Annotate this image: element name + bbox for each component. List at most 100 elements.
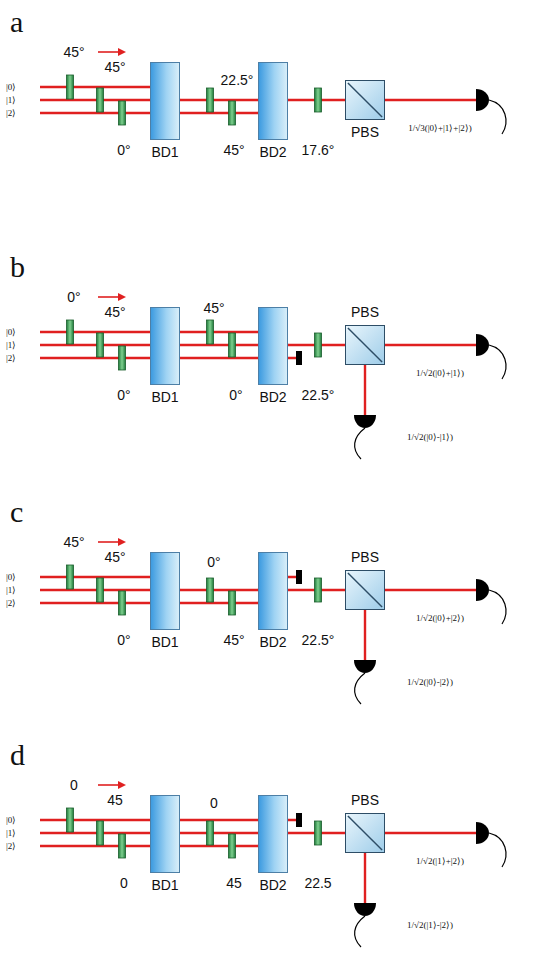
angle-label: 22.5° bbox=[302, 633, 335, 647]
wave-plate bbox=[207, 320, 214, 344]
detector bbox=[354, 660, 376, 673]
angle-label: 45° bbox=[223, 143, 244, 157]
component-label: BD2 bbox=[259, 635, 286, 649]
wave-plate bbox=[207, 821, 214, 845]
component-label: BD1 bbox=[151, 145, 178, 159]
component-label: BD2 bbox=[259, 390, 286, 404]
wave-plate bbox=[97, 333, 104, 357]
wave-plate bbox=[229, 101, 236, 125]
wave-plate bbox=[119, 101, 126, 125]
angle-label: 45 bbox=[107, 793, 123, 807]
wave-plate bbox=[67, 75, 74, 99]
angle-label: 45° bbox=[63, 535, 84, 549]
ket-label: |1⟩ bbox=[6, 341, 16, 350]
angle-label: 0° bbox=[117, 143, 130, 157]
detector bbox=[476, 89, 489, 111]
ket-label: |2⟩ bbox=[6, 109, 16, 118]
wave-plate bbox=[97, 578, 104, 602]
ket-label: |1⟩ bbox=[6, 96, 16, 105]
beam-block bbox=[296, 813, 302, 827]
angle-label: 0° bbox=[207, 555, 220, 569]
ket-label: |0⟩ bbox=[6, 573, 16, 582]
polarizing-beam-splitter: PBS bbox=[345, 80, 385, 120]
wave-plate bbox=[97, 88, 104, 112]
beam-block bbox=[296, 351, 302, 365]
angle-label: 45° bbox=[104, 550, 125, 564]
beam-displacer: BD1 bbox=[150, 552, 180, 630]
wave-plate bbox=[67, 808, 74, 832]
angle-label: 0° bbox=[117, 388, 130, 402]
angle-label: 17.6° bbox=[302, 143, 335, 157]
angle-label: 45° bbox=[104, 305, 125, 319]
polarizing-beam-splitter: PBS bbox=[345, 325, 385, 365]
wave-plate bbox=[119, 346, 126, 370]
wave-plate bbox=[315, 88, 322, 112]
component-label: PBS bbox=[351, 125, 379, 139]
wave-plate bbox=[67, 320, 74, 344]
splitter-diagonal bbox=[346, 814, 384, 852]
panel-letter: c bbox=[10, 497, 23, 527]
component-label: BD1 bbox=[151, 878, 178, 892]
detector-cable bbox=[489, 833, 506, 867]
angle-label: 45 bbox=[226, 876, 242, 890]
direction-arrow bbox=[98, 541, 124, 543]
ket-label: |2⟩ bbox=[6, 354, 16, 363]
ket-label: |2⟩ bbox=[6, 842, 16, 851]
output-state: 1/√2(|0⟩+|2⟩) bbox=[416, 614, 464, 623]
angle-label: 45° bbox=[223, 633, 244, 647]
panel-letter: a bbox=[10, 7, 23, 37]
detector bbox=[476, 334, 489, 356]
ket-label: |1⟩ bbox=[6, 586, 16, 595]
ket-label: |2⟩ bbox=[6, 599, 16, 608]
splitter-diagonal bbox=[346, 571, 384, 609]
output-state: 1/√3(|0⟩+|1⟩+|2⟩) bbox=[408, 124, 472, 133]
angle-label: 45° bbox=[104, 60, 125, 74]
beam-displacer: BD1 bbox=[150, 62, 180, 140]
detector-cable bbox=[355, 428, 365, 459]
wave-plate bbox=[229, 834, 236, 858]
output-state: 1/√2(|0⟩-|1⟩) bbox=[407, 433, 453, 442]
wave-plate bbox=[315, 821, 322, 845]
wave-plate bbox=[315, 578, 322, 602]
wave-plate bbox=[67, 565, 74, 589]
angle-label: 0° bbox=[117, 633, 130, 647]
angle-label: 0° bbox=[67, 290, 80, 304]
beam-displacer: BD1 bbox=[150, 795, 180, 873]
beam-displacer: BD2 bbox=[258, 795, 288, 873]
angle-label: 45° bbox=[203, 301, 224, 315]
angle-label: 0 bbox=[210, 796, 218, 810]
direction-arrow bbox=[98, 296, 124, 298]
detector-cable bbox=[489, 100, 506, 134]
wave-plate bbox=[97, 821, 104, 845]
wave-plate bbox=[119, 591, 126, 615]
splitter-diagonal bbox=[348, 83, 382, 117]
beam-displacer: BD2 bbox=[258, 307, 288, 385]
wave-plate bbox=[207, 578, 214, 602]
angle-label: 0 bbox=[120, 876, 128, 890]
detector bbox=[476, 579, 489, 601]
detector-cable bbox=[355, 916, 365, 947]
component-label: PBS bbox=[351, 305, 379, 319]
component-label: BD1 bbox=[151, 390, 178, 404]
panel-letter: b bbox=[10, 252, 25, 282]
angle-label: 22.5° bbox=[302, 388, 335, 402]
component-label: BD1 bbox=[151, 635, 178, 649]
detector bbox=[476, 822, 489, 844]
detector-cable bbox=[489, 345, 506, 379]
wave-plate bbox=[315, 333, 322, 357]
laser-beam bbox=[40, 99, 150, 101]
angle-label: 0 bbox=[70, 778, 78, 792]
splitter-diagonal bbox=[348, 328, 382, 362]
detector-cable bbox=[489, 590, 506, 624]
component-label: PBS bbox=[351, 793, 379, 807]
output-state: 1/√2(|1⟩+|2⟩) bbox=[416, 857, 464, 866]
beam-displacer: BD2 bbox=[258, 62, 288, 140]
splitter-diagonal bbox=[346, 326, 384, 364]
output-state: 1/√2(|0⟩+|1⟩) bbox=[416, 369, 464, 378]
output-state: 1/√2(|0⟩-|2⟩) bbox=[407, 678, 453, 687]
laser-beam bbox=[40, 589, 150, 591]
polarizing-beam-splitter: PBS bbox=[345, 813, 385, 853]
output-state: 1/√2(|1⟩-|2⟩) bbox=[407, 921, 453, 930]
direction-arrow bbox=[98, 784, 124, 786]
wave-plate bbox=[207, 88, 214, 112]
